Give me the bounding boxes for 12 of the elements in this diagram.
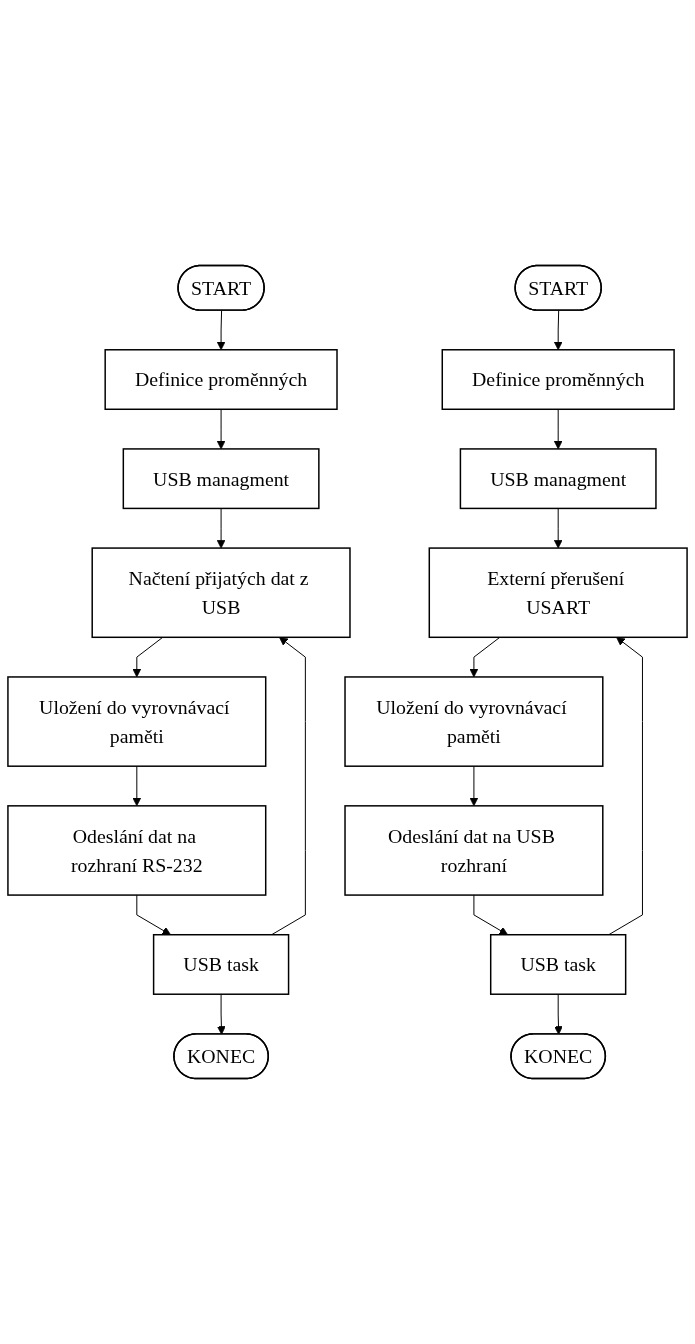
node-box: Externí přerušení USART	[428, 547, 688, 639]
node-box: USB task	[152, 934, 290, 995]
node-box: USB task	[489, 934, 627, 995]
node-box: USB managment	[459, 448, 657, 510]
node-box: Definice proměnných	[441, 349, 675, 410]
node-box: Načtení přijatých dat z USB	[91, 547, 351, 639]
node-box: Odeslání dat na USB rozhraní	[344, 805, 604, 896]
node-box: Odeslání dat na rozhraní RS-232	[7, 805, 267, 896]
node-box: Uložení do vyrovnávací paměti	[7, 676, 267, 767]
node-box: USB managment	[122, 448, 320, 510]
node-box: Uložení do vyrovnávací paměti	[344, 676, 604, 767]
node-box: Definice proměnných	[104, 349, 338, 410]
